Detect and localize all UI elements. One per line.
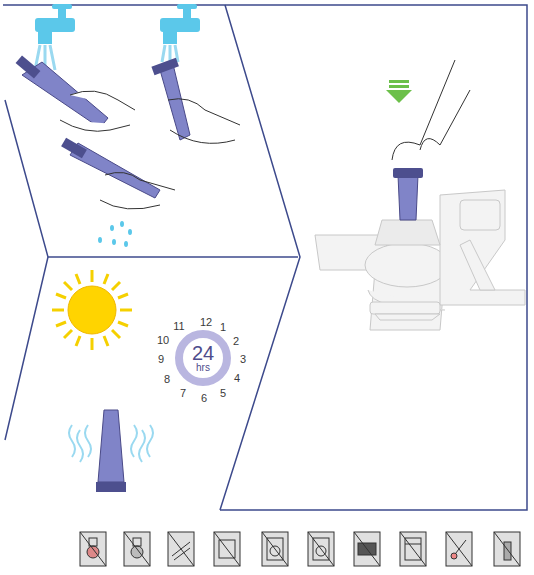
filter bbox=[393, 168, 423, 220]
clock-number: 11 bbox=[173, 321, 184, 332]
clock-number: 10 bbox=[157, 335, 169, 346]
vacuum bbox=[315, 190, 525, 330]
tap bbox=[35, 4, 75, 72]
clock-number: 6 bbox=[201, 393, 207, 404]
warning-icons bbox=[80, 532, 520, 566]
clock-number: 2 bbox=[233, 336, 239, 347]
clock-number: 7 bbox=[180, 388, 186, 399]
clock-number: 3 bbox=[240, 354, 246, 365]
clock-number: 5 bbox=[220, 388, 226, 399]
hours-number: 24 bbox=[192, 343, 214, 363]
filter bbox=[96, 410, 126, 492]
clock-number: 1 bbox=[220, 322, 226, 333]
hand bbox=[392, 60, 470, 160]
clock-number: 4 bbox=[234, 373, 240, 384]
hand bbox=[100, 172, 175, 209]
hand bbox=[168, 99, 240, 144]
tap bbox=[160, 4, 200, 64]
hand bbox=[60, 91, 135, 131]
timer-ring: 24hrs bbox=[175, 330, 231, 386]
sun bbox=[52, 270, 132, 350]
filter bbox=[61, 138, 160, 198]
insert-arrow bbox=[386, 80, 412, 103]
water-drops bbox=[98, 221, 132, 247]
hours-unit: hrs bbox=[196, 363, 210, 373]
panel-frame bbox=[3, 5, 527, 510]
clock-number: 9 bbox=[158, 354, 164, 365]
clock-number: 12 bbox=[200, 317, 212, 328]
clock-number: 8 bbox=[164, 374, 170, 385]
air-waves bbox=[69, 425, 153, 462]
